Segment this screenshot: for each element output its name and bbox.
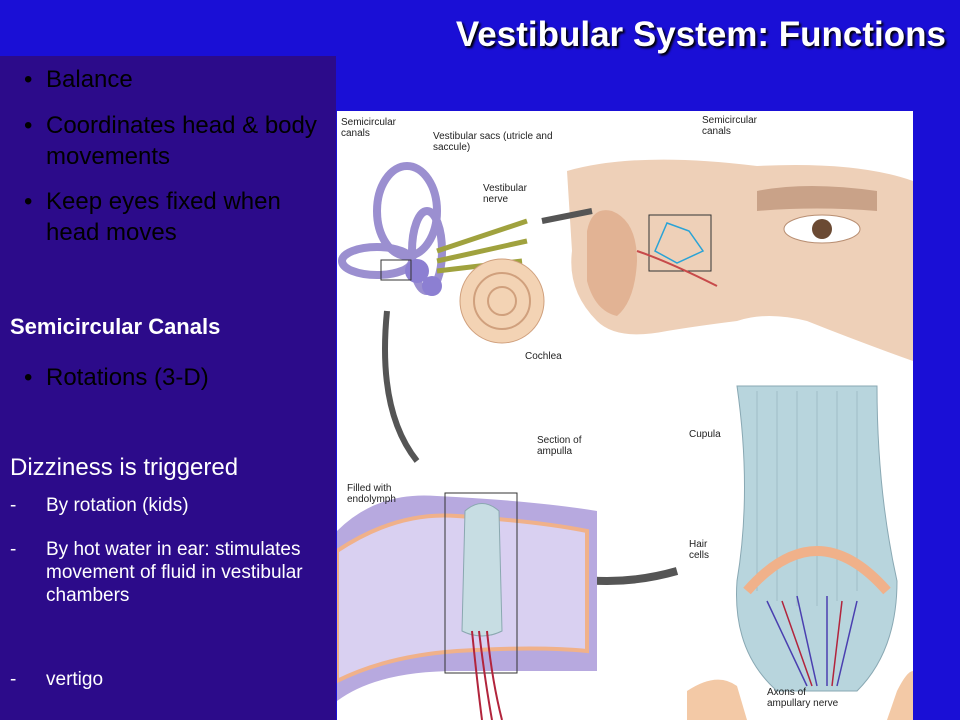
bullet-dot-icon: • [24, 112, 33, 139]
label-section-of-ampulla: Section of ampulla [537, 435, 582, 457]
label-axons: Axons of ampullary nerve [767, 687, 839, 709]
bullet-text: Balance [46, 66, 133, 93]
label-cochlea: Cochlea [525, 351, 562, 362]
label-vestibular-sacs: Vestibular sacs (utricle and saccule) [433, 131, 553, 153]
dash-marker: - [10, 495, 17, 516]
dash-text: vertigo [46, 669, 104, 690]
bullet-text: Keep eyes fixed when head moves [46, 188, 281, 246]
dash-text: By hot water in ear: stimulates movement… [46, 539, 303, 606]
bullet-text: Coordinates head & body movements [46, 112, 317, 170]
slide-title: Vestibular System: Functions [455, 15, 946, 54]
dash-text: By rotation (kids) [46, 495, 189, 516]
label-cupula: Cupula [689, 429, 721, 440]
label-hair-cells: Hair cells [689, 539, 710, 561]
anatomy-illustration [337, 159, 913, 720]
bullet-dot-icon: • [24, 188, 33, 215]
section-heading: Semicircular Canals [10, 314, 221, 339]
face-illustration [567, 159, 913, 361]
bullet-dot-icon: • [24, 66, 33, 93]
vestibular-anatomy-figure: Semicircular canals Vestibular sacs (utr… [337, 111, 913, 720]
dizziness-line: Dizziness is triggered [10, 454, 239, 481]
inner-ear-illustration [338, 162, 545, 344]
left-text-panel [0, 56, 336, 720]
ampulla-section-illustration [337, 492, 597, 720]
bullet-dot-icon: • [24, 364, 33, 391]
dash-marker: - [10, 539, 17, 560]
label-vestibular-nerve: Vestibular nerve [483, 183, 527, 205]
cupula-detail-illustration [687, 385, 913, 720]
bullet-text: Rotations (3-D) [46, 364, 209, 391]
label-semicircular-canals-left: Semicircular canals [341, 117, 397, 139]
label-filled-with-endolymph: Filled with endolymph [347, 483, 396, 505]
dash-marker: - [10, 669, 17, 690]
label-semicircular-canals-right: Semicircular canals [702, 115, 758, 137]
